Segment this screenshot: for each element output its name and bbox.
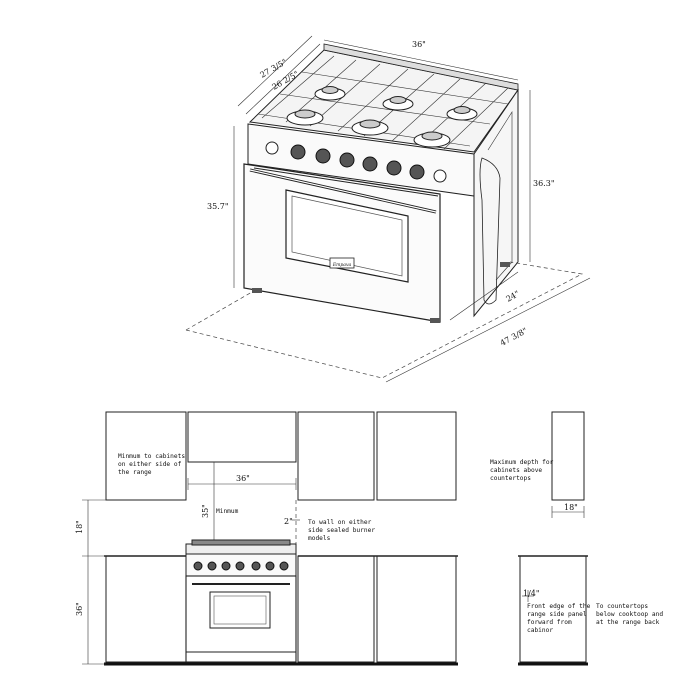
note-front-edge: Front edge of the range side panel forwa… [527, 603, 591, 634]
brand-label: Empava [332, 262, 352, 268]
note-line: at the range back [596, 619, 660, 626]
note-line: cabinor [527, 627, 553, 634]
note-line: below cooktoop and [596, 611, 663, 618]
note-line: side sealed burner [308, 527, 375, 534]
dim-upper-height-label: 18" [75, 520, 84, 534]
dim-upper-depth-label: 18" [564, 503, 578, 512]
control-knobs [265, 141, 447, 183]
note-line: Minmum to cabinets [118, 453, 185, 460]
dim-counter-height-label: 36" [75, 602, 84, 616]
note-line: range side panel [527, 611, 587, 618]
dimension-lines [233, 35, 591, 383]
dim-diagonal-label: 47 3/8" [499, 326, 529, 348]
note-line: Maximum depth for [490, 459, 554, 466]
range-3d-view: Empava [185, 35, 591, 383]
dim-height-left-label: 35.7" [207, 202, 229, 211]
note-line: To countertops [596, 603, 648, 610]
note-line: cabinets above [490, 467, 542, 474]
note-countertops: To countertops below cooktoop and at the… [596, 603, 663, 626]
note-line: Front edge of the [527, 603, 591, 610]
dim-offset-label: 1/4" [523, 589, 540, 598]
dim-clearance-label: 35" [201, 504, 210, 518]
range-front-view [185, 539, 297, 663]
note-line: To wall on either [308, 519, 372, 526]
dim-width-label: 36" [412, 40, 426, 49]
note-line: forward from [527, 619, 572, 626]
note-line: the range [118, 469, 152, 476]
brand-plate [329, 257, 355, 269]
note-line: countertops [490, 475, 531, 482]
note-cabinets: Minmum to cabinets on either side of the… [118, 453, 185, 476]
dim-side-depth-label: 24" [505, 289, 522, 304]
label-minimum: Minmum [216, 508, 239, 515]
dim-height-right-label: 36.3" [533, 179, 555, 188]
dim-side-wall-label: 2" [284, 517, 293, 526]
note-line: on either side of [118, 461, 182, 468]
note-wall: To wall on either side sealed burner mod… [308, 519, 375, 542]
note-line: models [308, 535, 331, 542]
burners [286, 86, 478, 148]
note-max-depth: Maximum depth for cabinets above counter… [490, 459, 554, 482]
dim-cabinet-gap-label: 36" [236, 474, 250, 483]
cabinet-layout-front [82, 411, 458, 666]
cabinet-layout-side [518, 411, 588, 666]
